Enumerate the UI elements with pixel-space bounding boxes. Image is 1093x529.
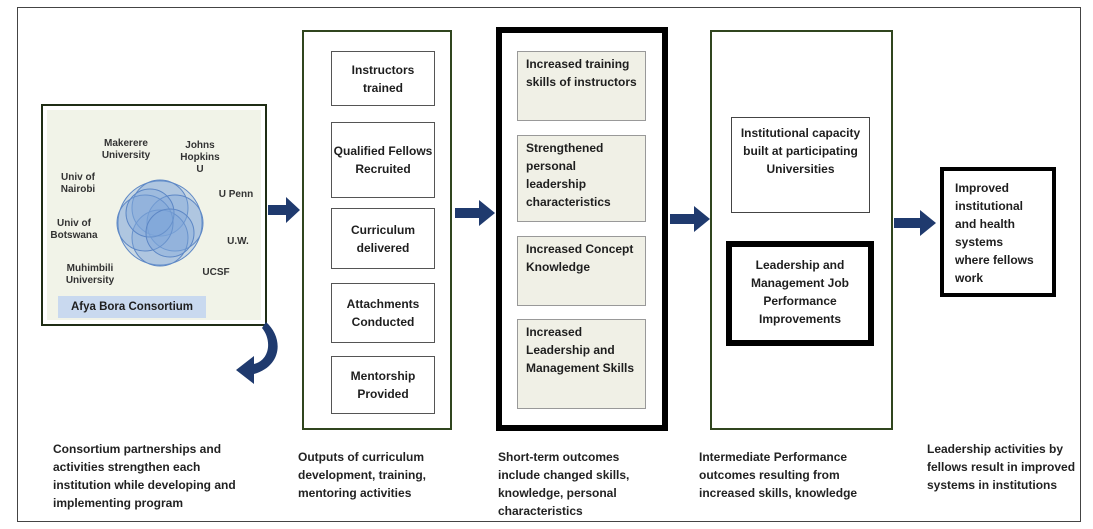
long-term-box: Improved institutional and health system… [940,167,1056,297]
consortium-box [41,104,267,326]
university-uw: U.W. [227,236,249,247]
intermediate-box-highlighted: Leadership and Management Job Performanc… [726,241,874,346]
output-box: Attachments Conducted [331,283,435,343]
flow-arrow-icon [670,206,710,232]
university-ucsf: UCSF [202,267,230,278]
university-nairobi: Univ of Nairobi [60,172,96,195]
flow-arrow-icon [894,210,936,236]
output-text: Instructors trained [351,62,415,95]
short-term-box: Increased Concept Knowledge [517,236,646,306]
caption-outputs: Outputs of curriculum development, train… [298,450,427,500]
university-botswana: Univ of Botswana [50,218,98,241]
consortium-logo [116,179,204,267]
output-text: Qualified Fellows Recruited [333,144,433,176]
flow-arrow-icon [268,197,300,223]
output-text: Attachments Conducted [346,297,420,329]
feedback-curved-arrow-icon [236,322,278,384]
university-upenn: U Penn [218,189,254,200]
short-term-text: Strengthened personal leadership charact… [526,141,611,209]
long-term-text: Improved institutional and health system… [955,181,1034,285]
output-box: Qualified Fellows Recruited [331,122,435,198]
output-text: Mentorship Provided [350,369,416,401]
caption-consortium: Consortium partnerships and activities s… [53,442,236,510]
short-term-text: Increased Leadership and Management Skil… [526,325,635,375]
university-makerere: Makerere University [101,138,151,161]
consortium-label: Afya Bora Consortium [58,296,206,318]
intermediate-column [710,30,893,430]
intermediate-box: Institutional capacity built at particip… [731,117,870,213]
intermediate-text: Institutional capacity built at particip… [740,126,861,176]
caption-intermediate: Intermediate Performance outcomes result… [699,450,858,500]
output-box: Instructors trained [331,51,435,106]
short-term-text: Increased training skills of instructors [526,57,637,89]
short-term-box: Increased Leadership and Management Skil… [517,319,646,409]
flow-arrow-icon [455,200,495,226]
short-term-box: Increased training skills of instructors [517,51,646,121]
diagram-frame [17,7,1081,522]
short-term-text: Increased Concept Knowledge [526,242,634,274]
university-muhimbili: Muhimbili University [65,263,115,286]
caption-long-term: Leadership activities by fellows result … [927,442,1076,492]
caption-short-term: Short-term outcomes include changed skil… [498,450,630,518]
intermediate-text: Leadership and Management Job Performanc… [750,258,849,326]
output-box: Mentorship Provided [331,356,435,414]
output-box: Curriculum delivered [331,208,435,269]
short-term-box: Strengthened personal leadership charact… [517,135,646,222]
university-johns-hopkins: Johns Hopkins U [180,140,220,175]
output-text: Curriculum delivered [350,222,415,255]
